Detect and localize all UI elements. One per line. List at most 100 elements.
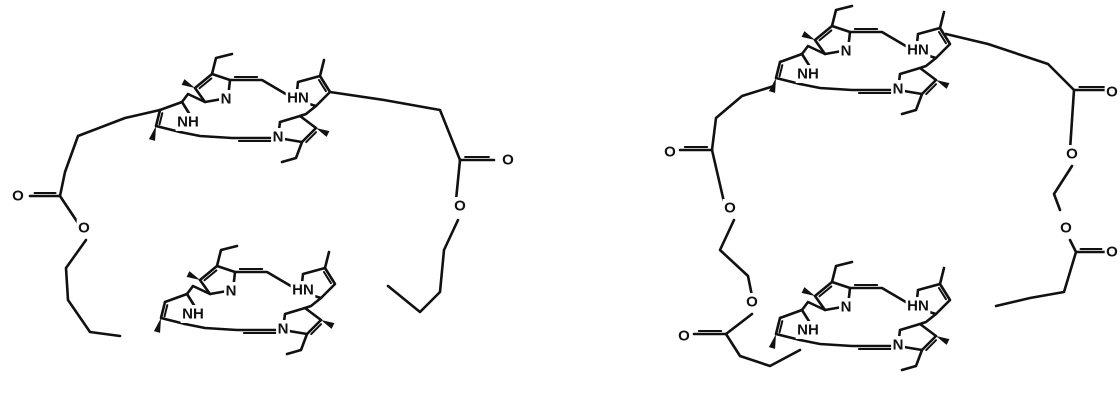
ester-linker-chain [328,90,462,162]
atom-label-background [1104,83,1120,101]
meso-bridge-right [918,312,938,326]
ester-oxygen-label: O [746,294,758,311]
ester-oxygen-label: O [1066,146,1078,163]
alkyl-chain [64,238,122,338]
meso-bridge-top [848,30,918,54]
methyl-wedge-bond [186,271,200,280]
ethyl-group [900,92,924,116]
double-bond-line [937,286,947,301]
ethyl-group [830,260,854,284]
atom-label-background [180,305,206,323]
methyl-wedge-bond [768,334,776,349]
atom-label-background [905,297,931,315]
methyl-wedge-bond [936,80,950,89]
atom-label-background [795,321,821,339]
hn-atom-label: HN [287,90,309,107]
nh-atom-label: NH [797,322,819,339]
atom-label-background [452,197,468,215]
methyl-wedge-bond [801,287,815,296]
double-bond-line [925,83,938,96]
atom-label-background [795,65,821,83]
meso-bridge-right [918,56,938,70]
ethyl-group [285,332,309,356]
methyl-wedge-bond [801,31,815,40]
meso-bridge-top [848,286,918,310]
ethyl-group [210,52,234,76]
double-bond-line [310,323,323,336]
meso-bridge-bottom [798,338,900,348]
ester-bond [1068,88,1076,152]
meso-bridge-left [185,284,212,296]
atom-label-background [891,336,905,354]
nitrogen-atom-label: N [221,91,232,108]
double-bond-line [163,304,169,318]
atom-label-background [839,42,853,60]
meso-bridge-left [180,92,207,104]
double-bond-line [937,30,947,45]
methyl-wedge-bond [153,318,161,333]
ester-bond [724,312,754,336]
alkyl-chain [386,218,460,314]
atom-label-background [290,281,316,299]
ethyl-group [900,348,924,372]
ester-linker-chain [710,84,776,152]
nitrogen-atom-label: N [893,337,904,354]
atom-label-background [271,128,285,146]
atom-label-background [744,293,760,311]
methyl-wedge-bond [321,320,335,329]
carbonyl-oxygen-label: O [678,328,690,345]
atom-label-background [224,282,238,300]
atom-label-background [839,298,853,316]
ester-linker-chain [58,108,162,198]
meso-bridge-left [800,300,827,312]
methyl-group [938,10,946,30]
ester-oxygen-label: O [454,198,466,215]
porphyrin-ring: N HN N NH [153,244,337,356]
atom-label-background [722,199,738,217]
carbonyl-oxygen-label: O [1106,84,1118,101]
methyl-group [938,266,946,286]
carbonyl-oxygen-label: O [502,152,514,169]
double-bond-line [158,112,164,126]
double-bond-line [778,64,784,78]
ester-linker-chain [994,250,1078,308]
meso-bridge-right [303,296,323,310]
atom-label-background [276,320,290,338]
double-bond-line [305,131,318,144]
alkyl-chain [1052,164,1074,212]
nitrogen-atom-label: N [278,321,289,338]
meso-bridge-left [800,44,827,56]
atom-label-background [76,219,92,237]
nitrogen-atom-label: N [226,283,237,300]
methyl-wedge-bond [316,128,330,137]
ester-bond [454,158,462,202]
double-bond-line [322,270,332,285]
pyrrole-ring-0 [198,264,237,296]
nh-atom-label: NH [177,114,199,131]
nh-atom-label: NH [182,306,204,323]
double-bond-line [925,339,938,352]
nitrogen-atom-label: N [841,299,852,316]
hn-atom-label: HN [292,282,314,299]
nitrogen-atom-label: N [841,43,852,60]
pyrrole-ring-0 [193,72,232,104]
meso-bridge-bottom [183,322,285,332]
atom-label-background [285,89,311,107]
atom-label-background [1104,243,1120,261]
ester-bond [710,148,726,204]
atom-label-background [175,113,201,131]
meso-bridge-top [233,270,303,294]
ester-oxygen-label: O [1060,220,1072,237]
double-bond-line [818,285,833,298]
nh-atom-label: NH [797,66,819,83]
methyl-wedge-bond [181,79,195,88]
methyl-wedge-bond [148,126,156,141]
alkyl-chain [718,218,754,298]
carbonyl-oxygen-label: O [12,188,24,205]
nitrogen-atom-label: N [893,81,904,98]
atom-label-background [662,143,678,161]
